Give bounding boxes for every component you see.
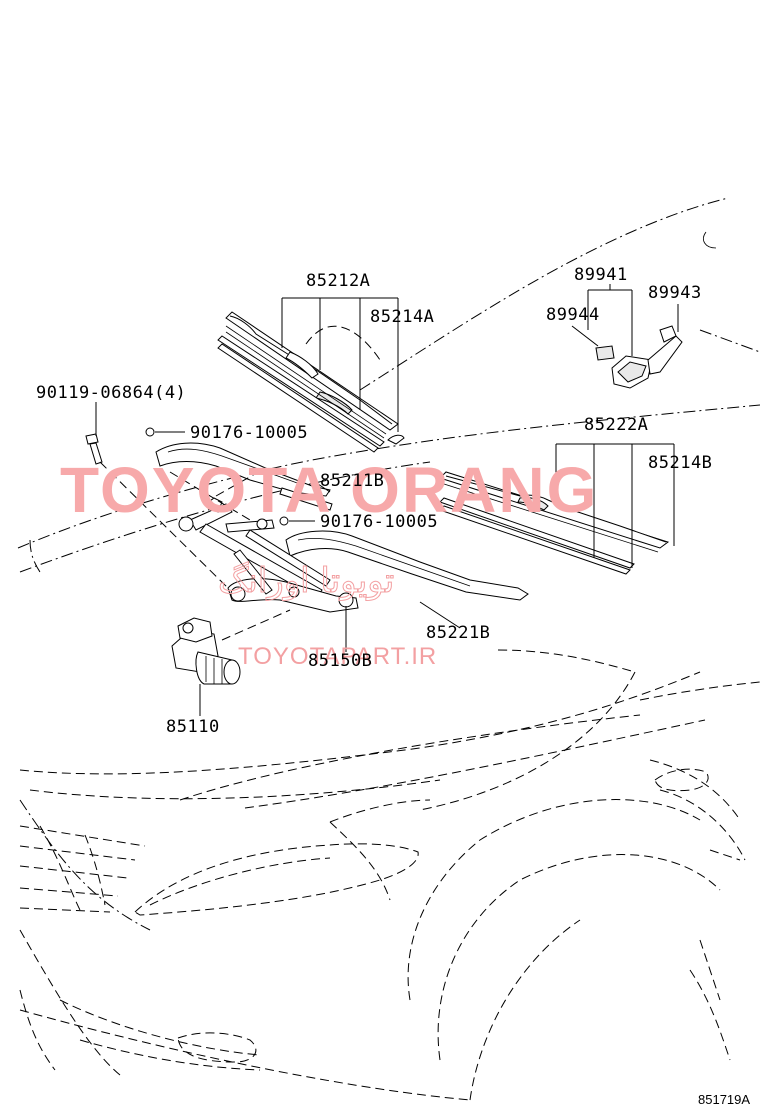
label-85110: 85110 [166,717,220,737]
washer-nozzle-89941 [611,325,683,389]
label-85212A: 85212A [306,271,370,291]
watermark-persian: تویوتا اورانگ [218,561,394,601]
label-90176-10005-mid: 90176-10005 [320,512,438,532]
label-85222A: 85222A [584,415,648,435]
label-90176-10005-top: 90176-10005 [190,423,308,443]
washer-gasket-89944 [595,345,615,361]
wiper-rubber-85214A [217,335,405,453]
label-85150B: 85150B [308,651,372,671]
wiper-arm-85211B [155,442,333,511]
label-85221B: 85221B [426,623,490,643]
wiper-rubber-85214B [439,497,635,575]
label-89941: 89941 [574,265,628,285]
blade-a-dash [305,325,381,361]
label-85214B: 85214B [648,453,712,473]
wiper-blade-85222A [439,471,670,553]
label-85211B: 85211B [320,471,384,491]
wiper-arm-85221B [285,530,529,601]
watermark-brand: TOYOTA ORANG [60,454,598,526]
label-85214A: 85214A [370,307,434,327]
wiper-motor-85110 [171,617,241,685]
label-90119-06864: 90119-06864(4) [36,383,186,403]
nut-90176-10005-top [145,427,155,437]
assembly-lines [99,461,291,641]
label-89943: 89943 [648,283,702,303]
figure-code: 851719A [698,1092,750,1107]
label-89944: 89944 [546,305,600,325]
leader-lines [95,284,679,716]
wiper-blade-85212A [225,311,399,439]
car-body-outline [17,197,760,1101]
watermark-site: TOYOTAPART.IR [238,643,437,670]
nut-90176-10005-mid [279,516,289,526]
bolt-90119-06864 [85,433,103,465]
wiper-link-85150B [178,497,359,613]
